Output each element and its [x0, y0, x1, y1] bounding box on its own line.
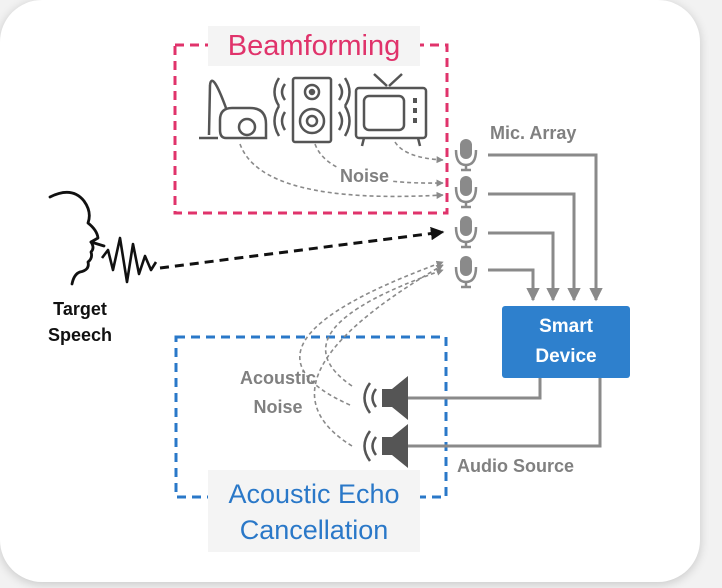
noise-label: Noise: [338, 166, 392, 187]
speech-arrow: [159, 226, 445, 270]
audio-connections: [408, 378, 602, 448]
target-speech-line1: Target: [53, 299, 107, 319]
smart-device-box: Smart Device: [502, 306, 630, 378]
acoustic-noise-line2: Noise: [253, 397, 303, 417]
beamforming-title: Beamforming: [208, 26, 420, 66]
tv-icon: [354, 73, 428, 147]
device-line1: Smart: [539, 316, 593, 337]
vacuum-cleaner-icon: [199, 79, 268, 140]
aec-box: [174, 335, 448, 499]
aec-title-line1: Acoustic Echo: [228, 479, 400, 509]
echo-paths: [299, 260, 444, 447]
device-line2: Device: [535, 346, 597, 367]
target-speech-line2: Speech: [47, 325, 113, 345]
microphone-icon: [454, 137, 478, 172]
speaker-box-icon: [273, 76, 351, 144]
loudspeaker-icon: [363, 422, 410, 470]
mic-array: [454, 137, 478, 289]
target-speech-label: Target Speech: [38, 296, 122, 348]
mic-connections: [488, 153, 603, 302]
microphone-icon: [454, 214, 478, 249]
acoustic-noise-label: Acoustic Noise: [228, 364, 328, 422]
loudspeaker-icon: [363, 374, 410, 422]
head-profile-icon: [48, 191, 106, 286]
acoustic-noise-line1: Acoustic: [239, 368, 317, 388]
beamforming-box: [173, 43, 449, 215]
microphone-icon: [454, 174, 478, 209]
audio-source-label: Audio Source: [457, 456, 575, 476]
microphone-icon: [454, 254, 478, 289]
mic-array-label: Mic. Array: [490, 123, 577, 143]
aec-title: Acoustic Echo Cancellation: [208, 470, 420, 552]
sound-wave-icon: [100, 236, 158, 284]
aec-title-line2: Cancellation: [239, 515, 389, 545]
